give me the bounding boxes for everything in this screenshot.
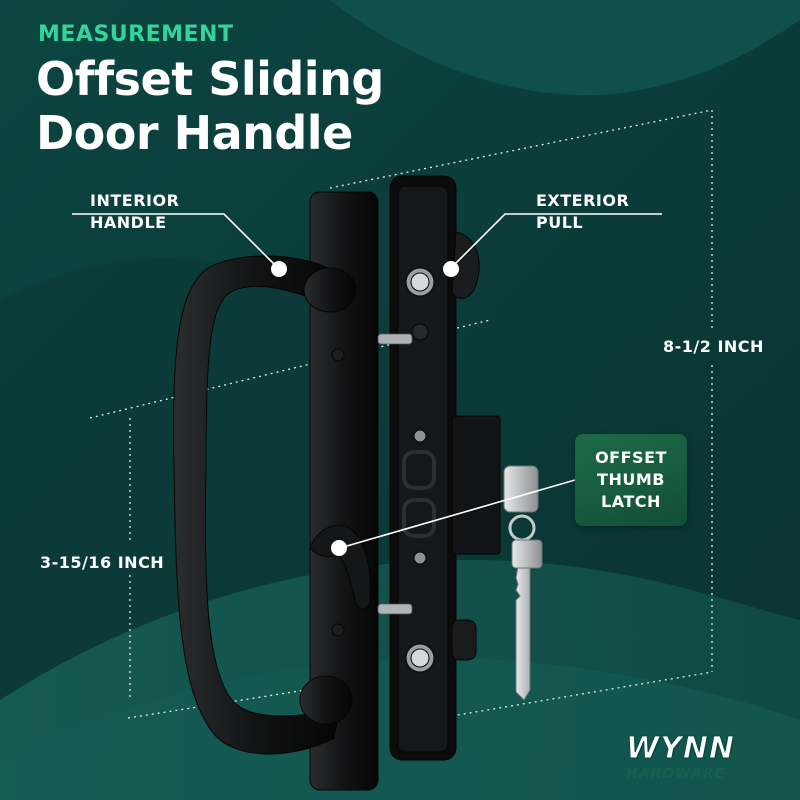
background-wave-top [330,0,800,96]
thumb-latch-label-line-2: THUMB [597,470,665,489]
callout-dots [271,261,459,556]
lock-cylinder [451,415,501,555]
callout-leaders [72,213,662,549]
interior-handle-label-line-2: HANDLE [90,213,167,232]
height-dimension-label: 8-1/2 INCH [663,337,764,356]
page-title: Offset Sliding Door Handle [36,52,384,160]
keys [503,465,543,701]
interior-grip [173,255,341,755]
thumb-latch-callout: OFFSET THUMB LATCH [575,434,687,526]
interior-handle-label-line-1: INTERIOR [90,191,180,210]
interior-backplate [309,191,379,791]
title-line-1: Offset Sliding [36,52,384,106]
title-line-2: Door Handle [36,106,353,160]
interior-handle [173,191,379,791]
thumb-latch-label-line-1: OFFSET [595,448,667,467]
thumb-latch-label-line-3: LATCH [601,492,661,511]
exterior-pull-label: EXTERIOR PULL [536,190,629,234]
exterior-pull-label-line-1: EXTERIOR [536,191,630,210]
section-eyebrow: MEASUREMENT [38,22,234,47]
logo-brand-name: WYNN [626,731,736,766]
spindles [377,333,413,615]
hole-spacing-dimension-label: 3-15/16 INCH [40,553,165,572]
logo-subtitle: HARDWARE [626,766,726,782]
exterior-pull [389,175,501,761]
interior-handle-label: INTERIOR HANDLE [90,190,179,234]
thumb-latch [309,525,371,610]
brand-logo: WYNN HARDWARE [626,731,776,782]
exterior-pull-label-line-2: PULL [536,213,584,232]
